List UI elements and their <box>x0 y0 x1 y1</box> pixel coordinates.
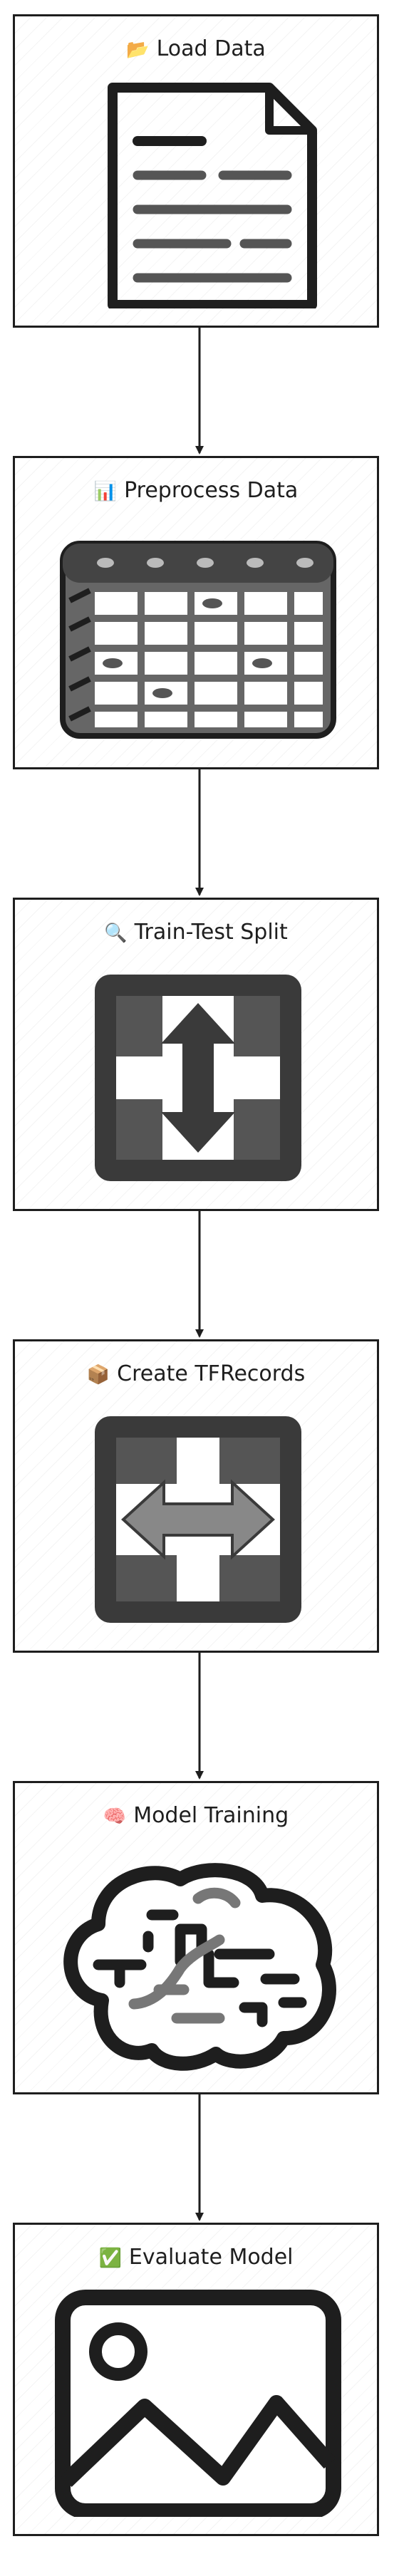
step-title: 🧠Model Training <box>103 1803 289 1828</box>
magnifier-icon: 🔍 <box>104 923 128 944</box>
check-mark-icon: ✅ <box>98 2248 122 2269</box>
brain-icon <box>63 1863 336 2071</box>
step-title: 📦Create TFRecords <box>86 1361 306 1386</box>
step-title: ✅Evaluate Model <box>98 2245 294 2270</box>
vertical-split-icon <box>95 975 301 1181</box>
step-create-tfrecords: 📦Create TFRecords <box>13 1339 379 1653</box>
step-load-data: 📂Load Data <box>13 14 379 328</box>
brain-emoji-icon: 🧠 <box>103 1806 127 1827</box>
table-icon <box>60 541 336 739</box>
step-preprocess-data: 📊Preprocess Data <box>13 456 379 769</box>
step-title: 📊Preprocess Data <box>93 478 299 503</box>
image-icon <box>55 2290 341 2517</box>
bar-chart-icon: 📊 <box>93 481 118 502</box>
step-evaluate-model: ✅Evaluate Model <box>13 2223 379 2536</box>
package-icon: 📦 <box>86 1364 110 1386</box>
step-title: 🔍Train-Test Split <box>104 920 288 945</box>
folder-icon: 📂 <box>126 39 150 61</box>
document-icon <box>108 83 317 308</box>
step-title: 📂Load Data <box>126 36 266 61</box>
step-model-training: 🧠Model Training <box>13 1781 379 2094</box>
horizontal-split-icon <box>95 1416 301 1623</box>
step-train-test-split: 🔍Train-Test Split <box>13 898 379 1211</box>
